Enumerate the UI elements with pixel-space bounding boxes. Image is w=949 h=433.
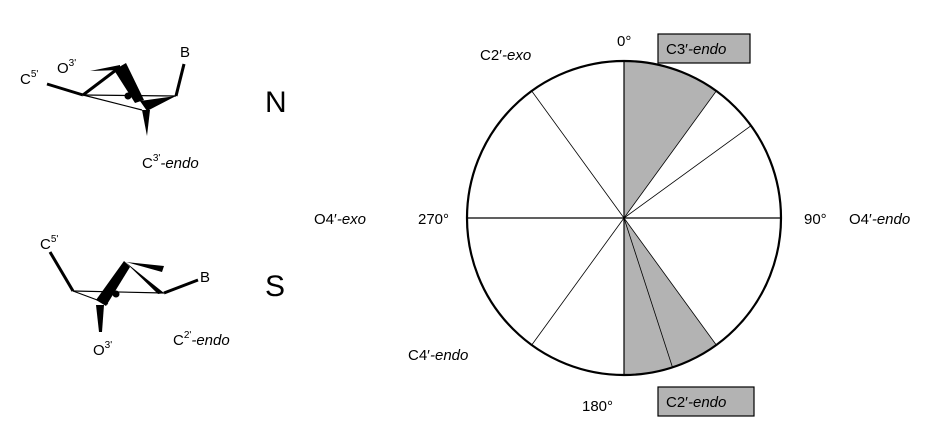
south-pucker-letter: S: [265, 270, 285, 303]
south-conformation-label: C2'-endo: [173, 330, 230, 349]
o4-endo-label: O4′-endo: [849, 211, 910, 228]
spoke-324: [531, 90, 625, 219]
angle-0-label: 0°: [617, 33, 631, 50]
north-c5-label: C5': [20, 69, 38, 88]
spoke-216: [531, 217, 625, 346]
o4-exo-label: O4′-exo: [314, 211, 366, 228]
angle-180-label: 180°: [582, 398, 613, 415]
north-structure: C5' O3' B C3'-endo N: [20, 44, 287, 172]
south-base-label: B: [200, 269, 210, 286]
shaded-sector-2: [624, 218, 717, 375]
wheel-spokes: [467, 61, 781, 375]
c3-endo-box: C3′-endo: [657, 33, 751, 64]
spoke-36: [623, 90, 717, 219]
south-c5-label: C5': [40, 234, 58, 253]
angle-270-label: 270°: [418, 211, 449, 228]
c2-endo-box-label: C2′-endo: [666, 394, 726, 411]
spoke-162: [623, 217, 673, 368]
angle-90-label: 90°: [804, 211, 827, 228]
wheel-outline: [465, 59, 783, 377]
north-pucker-letter: N: [265, 86, 287, 119]
shaded-sectors: [624, 61, 717, 375]
c2-endo-box-bg: [657, 386, 755, 417]
c2-exo-label: C2′-exo: [480, 47, 531, 64]
pseudorotation-wheel: [465, 59, 783, 377]
c2-endo-box: C2′-endo: [657, 386, 755, 417]
spoke-54: [623, 125, 752, 219]
north-base-label: B: [180, 44, 190, 61]
c3-endo-box-bg: [657, 33, 751, 64]
north-o3-label: O3': [57, 58, 76, 77]
south-o3-label: O3': [93, 340, 112, 359]
north-ring-drawing: [46, 63, 186, 136]
north-conformation-label: C3'-endo: [142, 153, 199, 172]
spoke-144: [623, 217, 717, 346]
south-structure: C5' B O3' C2'-endo S: [40, 234, 285, 359]
c4-endo-label: C4′-endo: [408, 347, 468, 364]
south-ring-drawing: [48, 251, 199, 332]
c3-endo-box-label: C3′-endo: [666, 41, 726, 58]
shaded-sector-1: [624, 61, 717, 218]
